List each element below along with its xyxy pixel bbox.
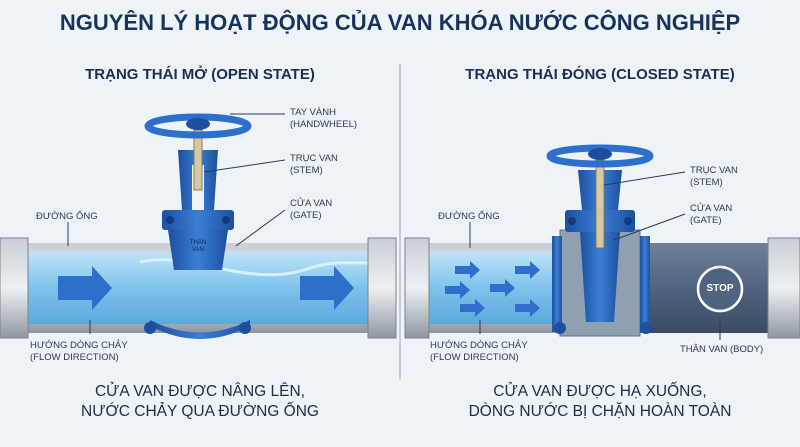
label-line: TRỤC VAN <box>690 165 738 176</box>
open-gate-body <box>168 230 228 270</box>
closed-state-heading: TRẠNG THÁI ĐÓNG (CLOSED STATE) <box>465 66 735 83</box>
closed-flow-arrows <box>445 261 540 317</box>
open-valve-diagram <box>0 113 397 339</box>
open-pipe-left-cap <box>0 237 29 339</box>
label-line: TRỤC VAN <box>290 153 338 164</box>
label-line: (GATE) <box>690 215 722 226</box>
label-line: CỬA VAN <box>690 203 733 214</box>
label-line: VAN <box>192 247 204 253</box>
closed-body-label: THÂN VAN (BODY) <box>680 344 764 355</box>
bolt <box>144 322 156 334</box>
closed-pipe-left-cap <box>404 237 430 339</box>
closed-pipe-label: ĐƯỜNG ỐNG <box>438 211 500 222</box>
closed-valve-diagram <box>404 144 800 340</box>
bolt <box>568 217 576 225</box>
leader-line <box>613 213 686 241</box>
open-yoke <box>178 150 218 210</box>
caption-line: DÒNG NƯỚC BỊ CHẶN HOÀN TOÀN <box>468 403 732 420</box>
closed-flange-left <box>552 236 562 332</box>
label-line: (FLOW DIRECTION) <box>30 352 119 363</box>
label-line: TAY VÀNH <box>290 107 336 118</box>
flow-arrow <box>300 266 354 310</box>
open-handwheel <box>144 113 252 139</box>
open-handwheel-label: TAY VÀNH (HANDWHEEL) <box>290 107 357 131</box>
closed-flow-label: HƯỚNG DÒNG CHẢY (FLOW DIRECTION) <box>430 340 528 364</box>
caption-line: NƯỚC CHẢY QUA ĐƯỜNG ỐNG <box>81 403 319 420</box>
label-line: HƯỚNG DÒNG CHẢY <box>30 340 128 351</box>
page-title: NGUYÊN LÝ HOẠT ĐỘNG CỦA VAN KHÓA NƯỚC CÔ… <box>59 10 741 35</box>
closed-stem <box>595 159 605 249</box>
open-state-heading: TRẠNG THÁI MỞ (OPEN STATE) <box>85 66 315 83</box>
bolt <box>166 216 174 224</box>
closed-stem-label: TRỤC VAN (STEM) <box>690 165 738 189</box>
leader-line <box>603 171 686 186</box>
stop-sign <box>696 265 744 313</box>
label-line: (FLOW DIRECTION) <box>430 352 519 363</box>
label-line: THÂN <box>189 240 207 246</box>
stop-text: STOP <box>706 283 734 294</box>
leader-line <box>235 209 286 247</box>
open-pipe-label: ĐƯỜNG ỐNG <box>36 211 98 222</box>
open-body-bottom <box>150 320 250 339</box>
label-line: (STEM) <box>290 165 323 176</box>
caption-line: CỬA VAN ĐƯỢC NÂNG LÊN, <box>94 383 305 400</box>
open-flow-label: HƯỚNG DÒNG CHẢY (FLOW DIRECTION) <box>30 340 128 364</box>
label-line: (GATE) <box>290 210 322 221</box>
open-caption: CỬA VAN ĐƯỢC NÂNG LÊN, NƯỚC CHẢY QUA ĐƯỜ… <box>10 382 390 422</box>
open-stem <box>193 129 203 191</box>
closed-handwheel-hub <box>588 148 612 160</box>
gate-mark: THÂN VAN <box>183 240 213 254</box>
label-line: (HANDWHEEL) <box>290 119 358 130</box>
label-line: CỬA VAN <box>290 198 333 209</box>
closed-pipe-right-cap <box>767 237 800 339</box>
closed-gate <box>580 232 620 322</box>
bolt <box>222 216 230 224</box>
flow-arrow <box>58 266 112 310</box>
open-bonnet-flange <box>162 210 234 230</box>
closed-caption: CỬA VAN ĐƯỢC HẠ XUỐNG, DÒNG NƯỚC BỊ CHẶN… <box>410 382 790 422</box>
bolt <box>640 322 652 334</box>
open-stem-label: TRỤC VAN (STEM) <box>290 153 338 177</box>
bolt <box>554 322 566 334</box>
open-pipe-right-cap <box>367 237 397 339</box>
caption-line: CỬA VAN ĐƯỢC HẠ XUỐNG, <box>493 383 707 400</box>
bolt <box>239 322 251 334</box>
bolt <box>624 217 632 225</box>
closed-gate-label: CỬA VAN (GATE) <box>690 203 732 227</box>
label-line: (STEM) <box>690 177 723 188</box>
label-line: HƯỚNG DÒNG CHẢY <box>430 340 528 351</box>
leader-line <box>203 159 286 173</box>
open-gate-label: CỬA VAN (GATE) <box>290 198 332 222</box>
closed-flange-right <box>640 236 650 332</box>
open-handwheel-hub <box>186 118 210 130</box>
